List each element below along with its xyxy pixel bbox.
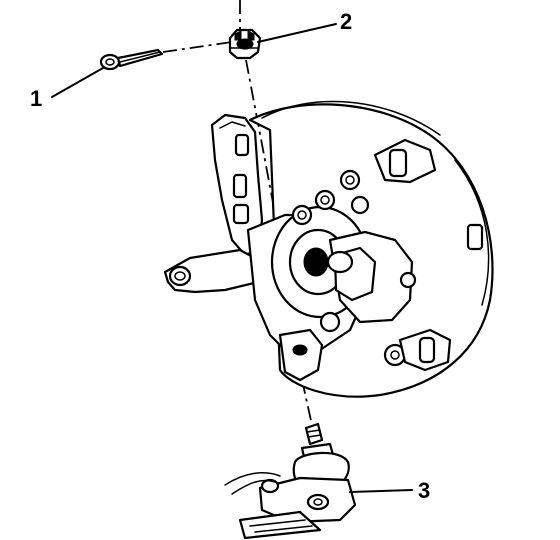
cotter-pin xyxy=(99,41,233,71)
callout-3: 3 xyxy=(418,478,430,503)
lower-ball-joint xyxy=(224,422,357,540)
callout-1: 1 xyxy=(30,86,42,111)
leader-lines xyxy=(51,23,413,493)
steering-knuckle-hub-assembly xyxy=(163,100,494,398)
hub-bolts xyxy=(291,169,417,367)
castle-nut xyxy=(228,28,262,60)
callout-2: 2 xyxy=(340,9,352,34)
